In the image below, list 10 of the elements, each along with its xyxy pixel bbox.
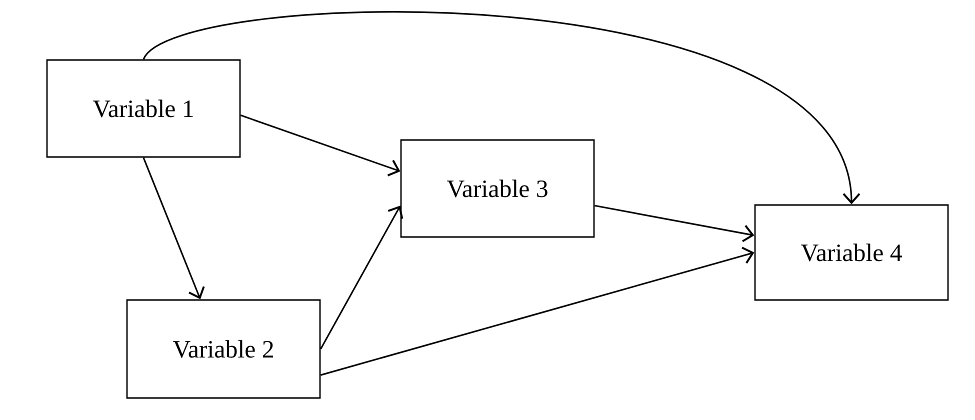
variable-box: Variable 2 [126, 299, 321, 399]
arrow [594, 204, 754, 242]
arrow [320, 206, 404, 350]
arrow [240, 114, 400, 176]
arrow [320, 246, 754, 376]
variable-box: Variable 4 [754, 204, 949, 301]
variable-box: Variable 3 [400, 139, 595, 238]
variable-box: Variable 1 [46, 59, 241, 158]
arrow [142, 11, 860, 204]
arrow [142, 157, 205, 300]
